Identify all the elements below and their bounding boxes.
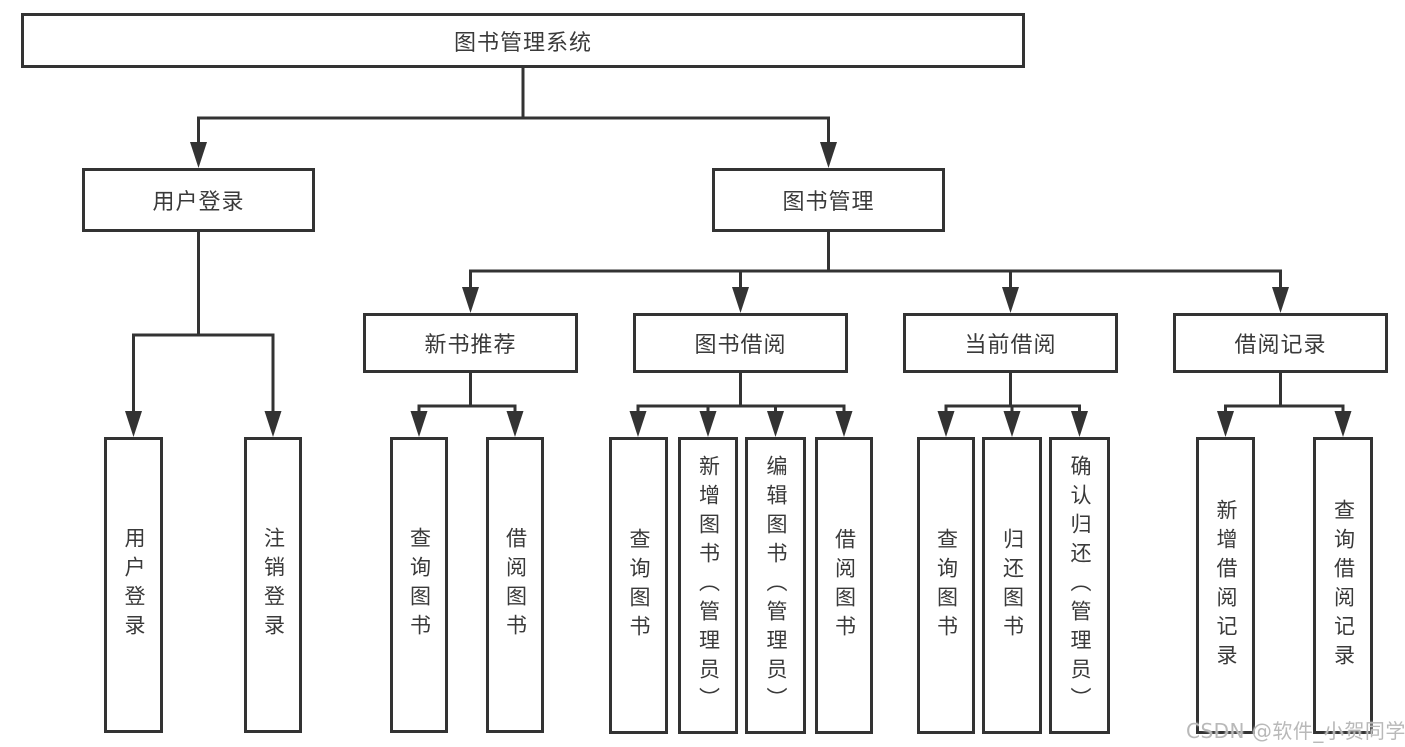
leaf-query-borrow-record: 查询借阅记录 [1313, 437, 1373, 734]
node-book-borrow: 图书借阅 [633, 313, 848, 373]
node-borrow-records: 借阅记录 [1173, 313, 1388, 373]
node-new-book-recommend: 新书推荐 [363, 313, 578, 373]
leaf-query-books-1: 查询图书 [390, 437, 448, 733]
leaf-return-book: 归还图书 [982, 437, 1042, 734]
node-current-borrow: 当前借阅 [903, 313, 1118, 373]
leaf-user-login: 用户登录 [104, 437, 163, 733]
leaf-label: 查询图书 [407, 527, 432, 643]
leaf-label: 借阅图书 [503, 527, 528, 643]
csdn-watermark: CSDN @软件_小贺同学 [1186, 719, 1405, 743]
leaf-label: 注销登录 [261, 527, 286, 643]
node-user-login: 用户登录 [82, 168, 315, 232]
leaf-add-book-admin: 新增图书（管理员） [678, 437, 738, 734]
leaf-query-books-3: 查询图书 [917, 437, 975, 734]
leaf-edit-book-admin: 编辑图书（管理员） [745, 437, 806, 734]
leaf-label: 借阅图书 [832, 527, 857, 644]
leaf-label: 用户登录 [122, 527, 146, 643]
leaf-label: 查询图书 [627, 527, 651, 644]
leaf-logout: 注销登录 [244, 437, 302, 733]
leaf-label: 查询借阅记录 [1331, 498, 1356, 673]
node-book-management: 图书管理 [712, 168, 945, 232]
leaf-add-borrow-record: 新增借阅记录 [1196, 437, 1255, 734]
leaf-borrow-books-1: 借阅图书 [486, 437, 544, 733]
leaf-label: 新增借阅记录 [1214, 498, 1238, 673]
node-root-library-system: 图书管理系统 [21, 13, 1025, 68]
leaf-label: 确认归还（管理员） [1068, 455, 1092, 716]
leaf-borrow-books-2: 借阅图书 [815, 437, 873, 734]
leaf-confirm-return-admin: 确认归还（管理员） [1049, 437, 1110, 734]
leaf-label: 编辑图书（管理员） [764, 455, 788, 716]
leaf-query-books-2: 查询图书 [609, 437, 668, 734]
leaf-label: 查询图书 [934, 527, 959, 644]
leaf-label: 归还图书 [1000, 527, 1025, 644]
leaf-label: 新增图书（管理员） [696, 455, 721, 716]
